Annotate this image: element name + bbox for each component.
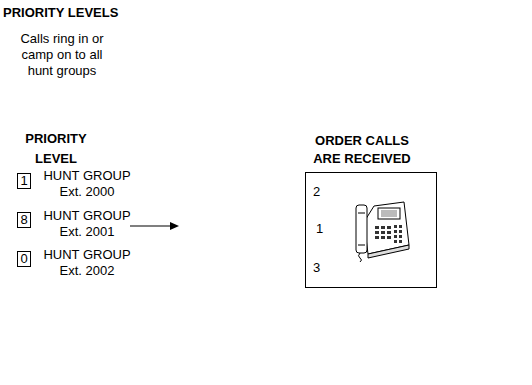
pointer-arrow: [130, 222, 179, 230]
hunt-group-label: HUNT GROUP Ext. 2000: [40, 168, 134, 200]
order-number: 1: [316, 221, 323, 237]
priority-digit: 1: [18, 174, 30, 188]
priority-box: 8: [17, 212, 31, 228]
telephone-icon: [356, 202, 409, 262]
priority-box: 1: [17, 173, 31, 189]
hunt-group-label: HUNT GROUP Ext. 2001: [40, 208, 134, 240]
priority-box: 0: [17, 251, 31, 267]
priority-digit: 8: [18, 213, 30, 227]
order-box: ORDER CALLS ARE RECEIVED213: [305, 172, 437, 288]
column-heading: PRIORITY LEVEL: [14, 129, 98, 169]
note-text: Calls ring in or camp on to all hunt gro…: [12, 31, 112, 79]
box-heading: ORDER CALLS ARE RECEIVED: [300, 132, 424, 168]
priority-digit: 0: [18, 252, 30, 266]
order-number: 3: [313, 260, 320, 276]
hunt-group-label: HUNT GROUP Ext. 2002: [40, 247, 134, 279]
order-number: 2: [313, 184, 320, 200]
diagram-title: PRIORITY LEVELS: [3, 5, 118, 21]
